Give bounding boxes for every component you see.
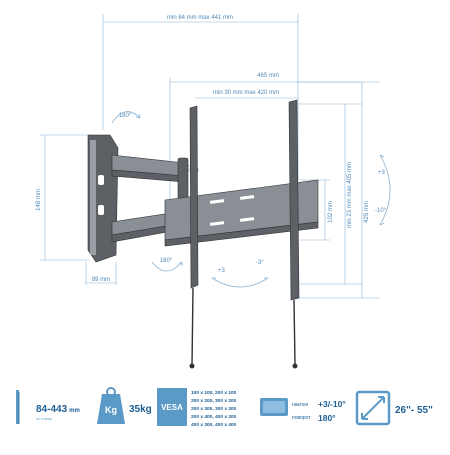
wall-plate-label: 89 mm bbox=[92, 277, 110, 283]
rail-spacing-label: min 30 mm max 420 mm bbox=[213, 90, 279, 96]
wall-plate bbox=[87, 134, 119, 263]
dim-vertical-range: min 23 mm max 405 mm bbox=[298, 103, 362, 285]
vesa-item: 200 x 200, 300 x 200 bbox=[191, 398, 237, 404]
vertical-range-label: min 23 mm max 405 mm bbox=[347, 162, 353, 228]
plate-height-label: 102 mm bbox=[328, 201, 334, 223]
svg-text:+3: +3 bbox=[378, 170, 386, 176]
dim-wall-plate: 89 mm bbox=[85, 262, 117, 285]
weight-value: 35kg bbox=[129, 404, 152, 415]
dim-arm-height: 148 mm bbox=[36, 134, 90, 261]
dim-total-height: 425 mm bbox=[298, 81, 380, 299]
crossbar bbox=[164, 179, 319, 247]
extension-label: min 84 mm max 441 mm bbox=[167, 15, 233, 21]
rotation-tilt: +3 -10° bbox=[375, 154, 391, 226]
svg-text:поворот: поворот bbox=[292, 415, 311, 421]
arm-upper bbox=[111, 154, 186, 183]
svg-text:+3: +3 bbox=[218, 268, 226, 274]
swivel-value: 180° bbox=[318, 413, 336, 423]
vesa-label: VESA bbox=[161, 403, 183, 412]
spec-tilt-swivel: наклон поворот +3/-10° 180° bbox=[260, 398, 346, 423]
vesa-item: 200 x 400, 400 x 200 bbox=[191, 414, 237, 420]
dim-extension: min 84 mm max 441 mm bbox=[102, 14, 299, 180]
svg-text:от стены: от стены bbox=[36, 416, 52, 421]
svg-text:180°: 180° bbox=[160, 258, 173, 264]
spec-weight: Kg 35kg bbox=[97, 387, 152, 424]
rail-left bbox=[189, 105, 199, 369]
total-height-label: 425 mm bbox=[364, 201, 370, 223]
arm-height-label: 148 mm bbox=[36, 189, 42, 211]
arm-lower bbox=[111, 211, 179, 243]
vesa-item: 400 x 300, 400 x 400 bbox=[191, 422, 237, 428]
spec-screen-size: 26"- 55" bbox=[355, 390, 433, 426]
svg-text:-10°: -10° bbox=[375, 208, 387, 214]
vesa-item: 100 x 100, 200 x 100 bbox=[191, 390, 237, 396]
dim-plate-height: 102 mm bbox=[300, 179, 334, 241]
dim-rail-spacing: min 30 mm max 420 mm bbox=[195, 90, 298, 99]
vesa-item: 200 x 300, 300 x 300 bbox=[191, 406, 237, 412]
kg-label: Kg bbox=[105, 405, 117, 415]
svg-text:180°: 180° bbox=[119, 113, 132, 119]
svg-text:-3°: -3° bbox=[256, 260, 264, 266]
screen-size-label: 26"- 55" bbox=[395, 405, 433, 416]
rotation-lower: 180° bbox=[151, 258, 183, 272]
total-width-label: 465 mm bbox=[257, 73, 279, 79]
rotation-wall: 180° bbox=[111, 111, 141, 124]
tilt-value: +3/-10° bbox=[318, 399, 346, 409]
rotation-screen: +3 -3° bbox=[211, 260, 269, 288]
spec-vesa: VESA 100 x 100, 200 x 100 200 x 200, 300… bbox=[157, 388, 237, 428]
rail-right bbox=[288, 99, 300, 369]
svg-text:наклон: наклон bbox=[292, 402, 309, 408]
